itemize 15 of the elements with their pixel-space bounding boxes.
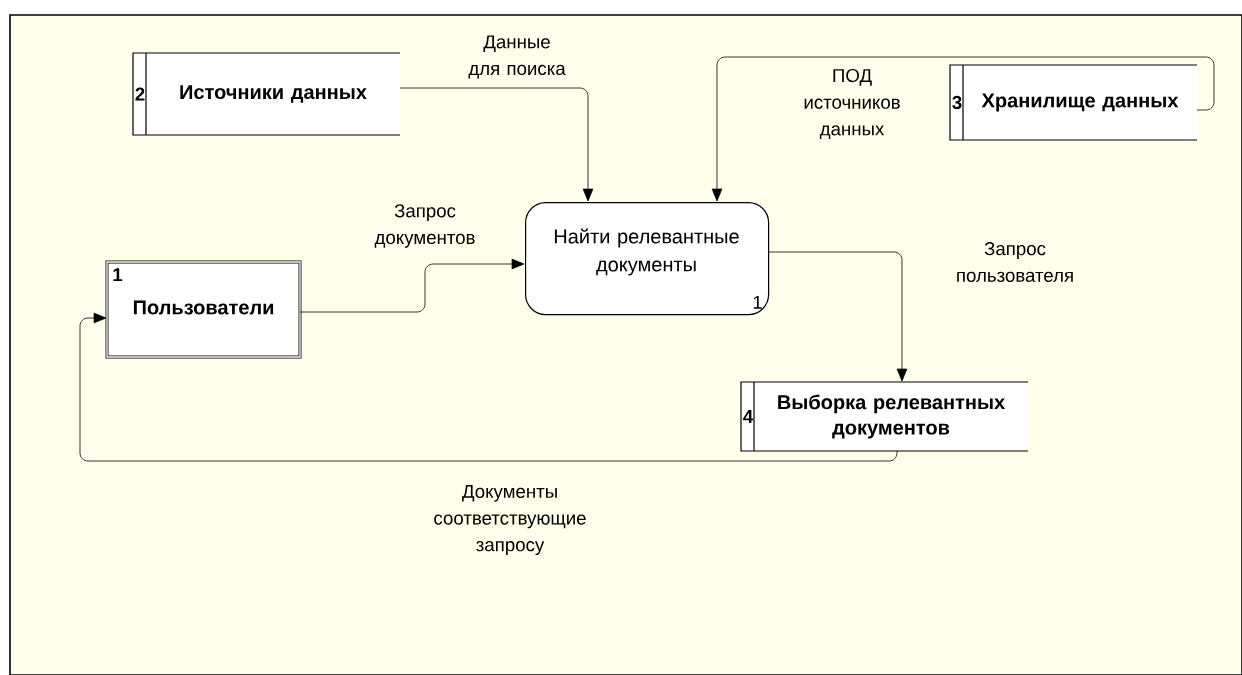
data-store-box: 4 Выборка релевантных документов: [740, 381, 1029, 452]
edge-label: Данные для поиска: [468, 35, 566, 79]
external-entity-box: 1 Пользователи: [105, 260, 302, 359]
data-store-box: 3 Хранилище данных: [949, 64, 1198, 141]
arrow: [711, 56, 1215, 202]
process-box: Найти релевантные документы 1: [525, 202, 770, 316]
arrow: [767, 251, 908, 382]
arrow: [79, 312, 898, 462]
edge-label: Запрос документов: [374, 204, 475, 248]
edge-label: ПОД источников данных: [804, 68, 900, 140]
data-store-box: 2 Источники данных: [132, 52, 401, 136]
edge-label: Документы соответствующие запросу: [434, 485, 586, 556]
edge-label: Запрос пользователя: [957, 242, 1073, 282]
arrow: [299, 258, 525, 313]
arrow: [399, 87, 594, 202]
